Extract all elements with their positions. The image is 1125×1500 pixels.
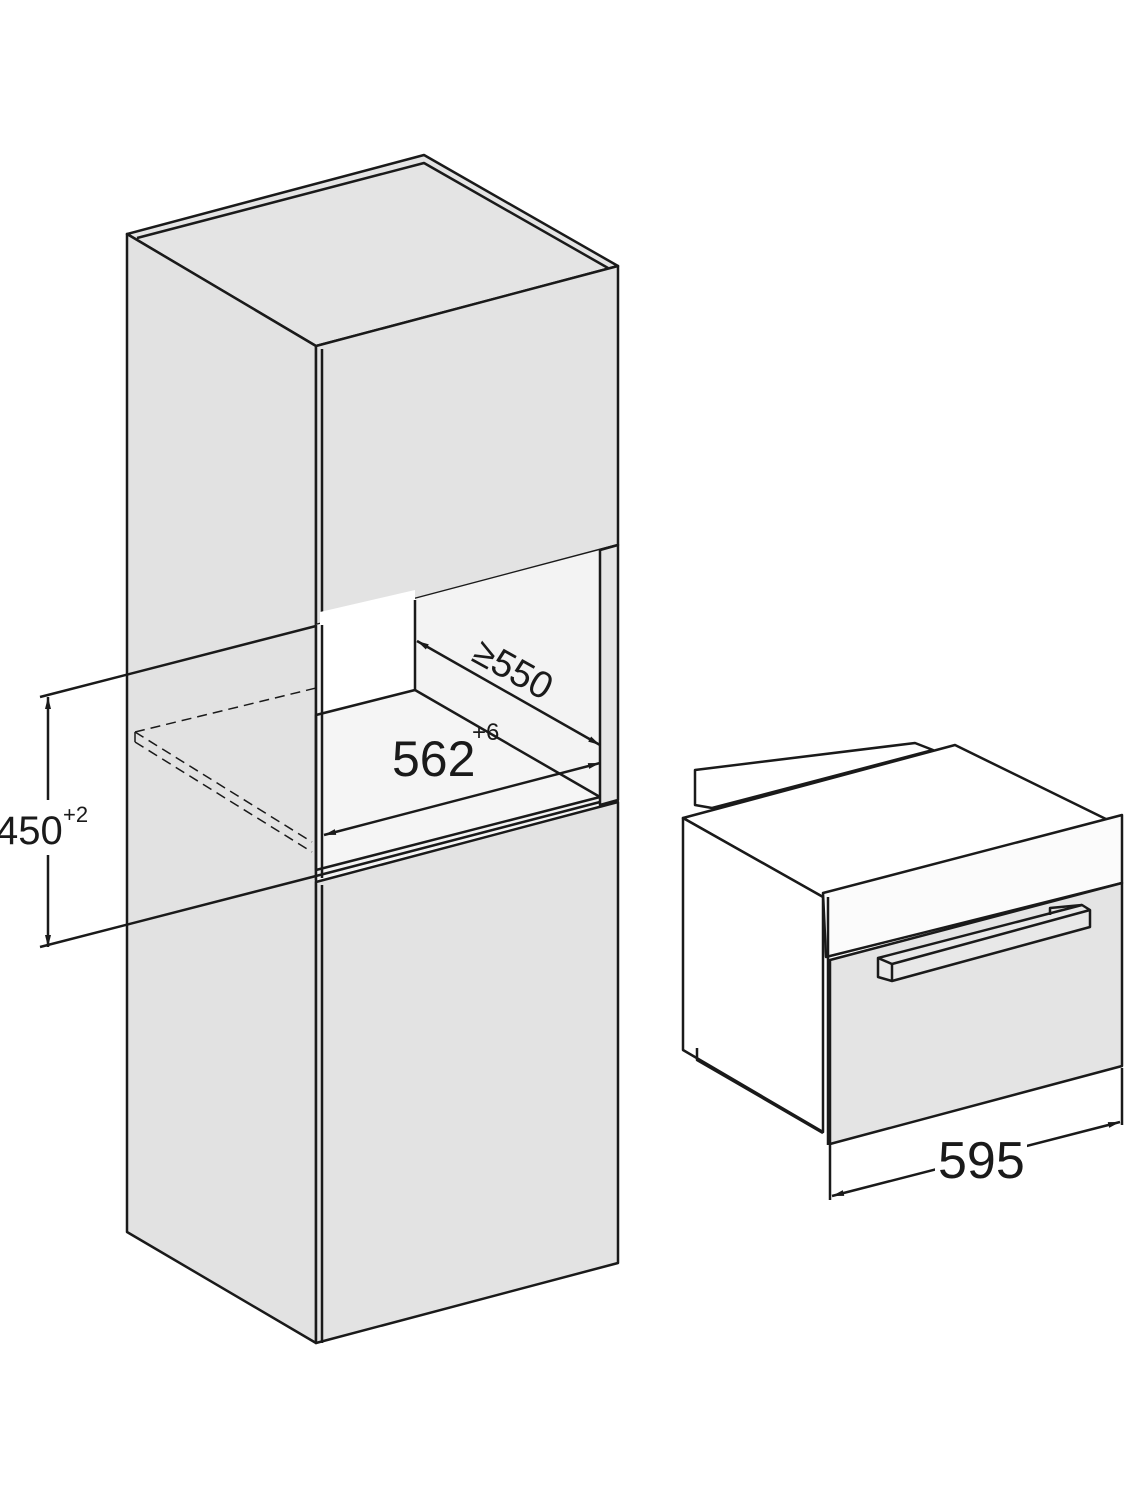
cabinet-side-face bbox=[125, 232, 318, 1345]
niche-width-label: 562 bbox=[392, 731, 475, 787]
niche-height-tolerance: +2 bbox=[63, 802, 88, 827]
oven-door bbox=[828, 881, 1124, 1146]
oven-appliance bbox=[681, 741, 1124, 1146]
cabinet-top-edge bbox=[136, 161, 609, 270]
appliance-width-dimension: 595 bbox=[828, 1068, 1124, 1200]
oven-top-rail bbox=[693, 741, 935, 810]
tall-cabinet bbox=[125, 153, 620, 1345]
niche-width-tolerance: +6 bbox=[472, 719, 499, 746]
niche-height-label: 450 bbox=[0, 809, 63, 853]
niche-width-dimension: 562 +6 bbox=[323, 719, 601, 837]
niche-right-side-panel bbox=[598, 543, 620, 807]
appliance-width-label: 595 bbox=[938, 1132, 1025, 1190]
cabinet-lower-front-panel bbox=[314, 800, 620, 1345]
shelf-outline bbox=[134, 687, 317, 853]
height-dimension: 450 +2 bbox=[0, 624, 317, 949]
oven-door-handle bbox=[876, 903, 1092, 983]
